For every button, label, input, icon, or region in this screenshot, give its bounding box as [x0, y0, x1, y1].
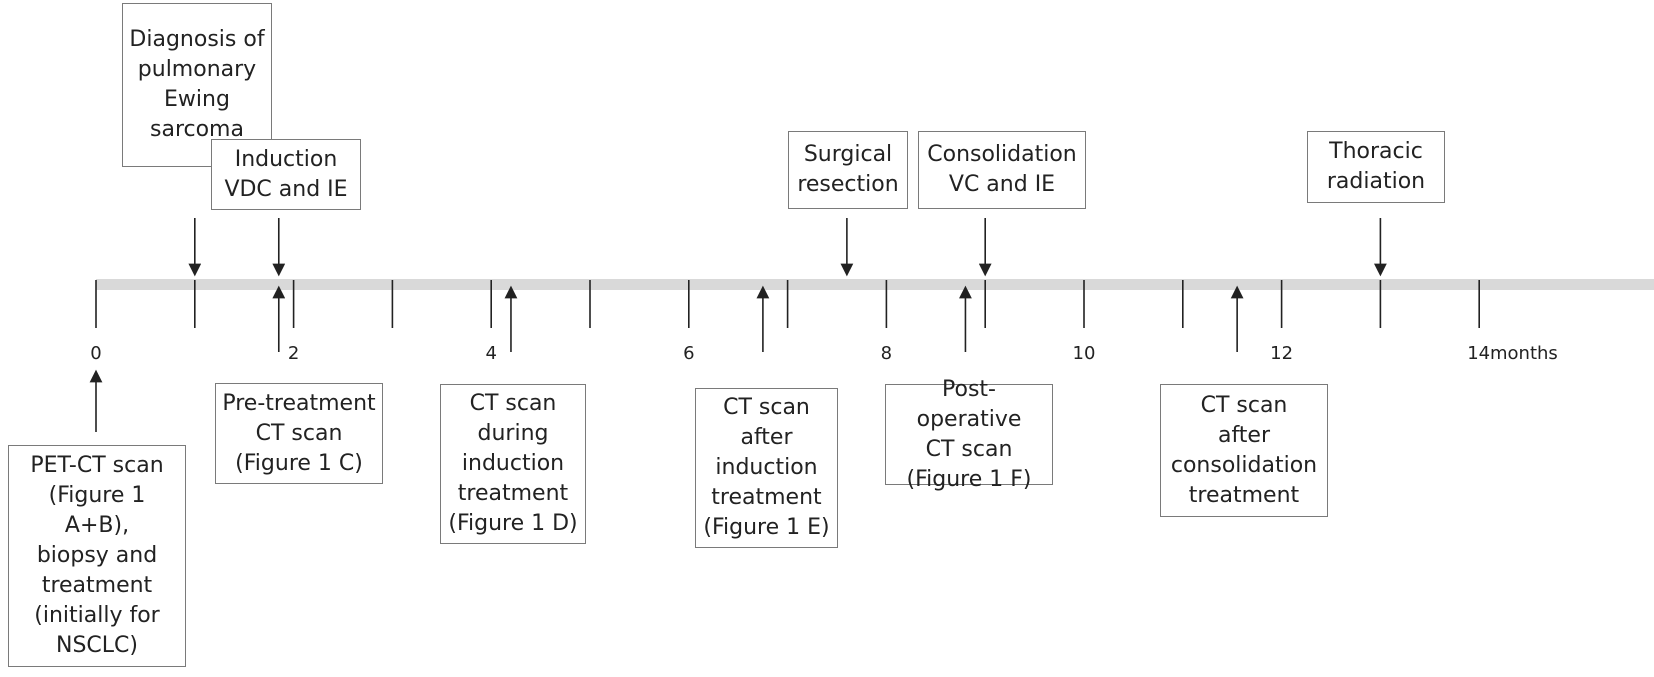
axis-unit-label: months	[1490, 343, 1558, 364]
event-box-ct-after-consolidation: CT scan after consolidation treatment	[1160, 384, 1328, 517]
timeline-bar	[96, 279, 1654, 290]
event-box-diagnosis: Diagnosis of pulmonary Ewing sarcoma	[122, 3, 272, 167]
tick-label: 0	[90, 343, 102, 364]
event-box-ct-during-induction: CT scan during induction treatment (Figu…	[440, 384, 586, 544]
tick-label: 14	[1467, 343, 1491, 364]
tick-label: 10	[1072, 343, 1096, 364]
event-box-surgical-resection: Surgical resection	[788, 131, 908, 209]
event-arrows	[89, 218, 1387, 432]
event-box-ct-after-induction: CT scan after induction treatment (Figur…	[695, 388, 838, 548]
tick-label: 8	[880, 343, 893, 364]
tick-label: 12	[1270, 343, 1294, 364]
event-box-induction: Induction VDC and IE	[211, 139, 361, 210]
tick-label: 4	[485, 343, 497, 364]
event-box-post-operative-ct: Post-operative CT scan (Figure 1 F)	[885, 377, 1053, 492]
tick-label: 6	[683, 343, 695, 364]
event-box-thoracic-radiation: Thoracic radiation	[1307, 131, 1445, 203]
event-box-pre-treatment-ct: Pre-treatment CT scan (Figure 1 C)	[215, 383, 383, 484]
timeline-ticks	[95, 280, 1480, 328]
event-box-consolidation: Consolidation VC and IE	[918, 131, 1086, 209]
tick-label: 2	[287, 343, 300, 364]
event-box-pet-ct: PET-CT scan (Figure 1 A+B), biopsy and t…	[8, 445, 186, 667]
